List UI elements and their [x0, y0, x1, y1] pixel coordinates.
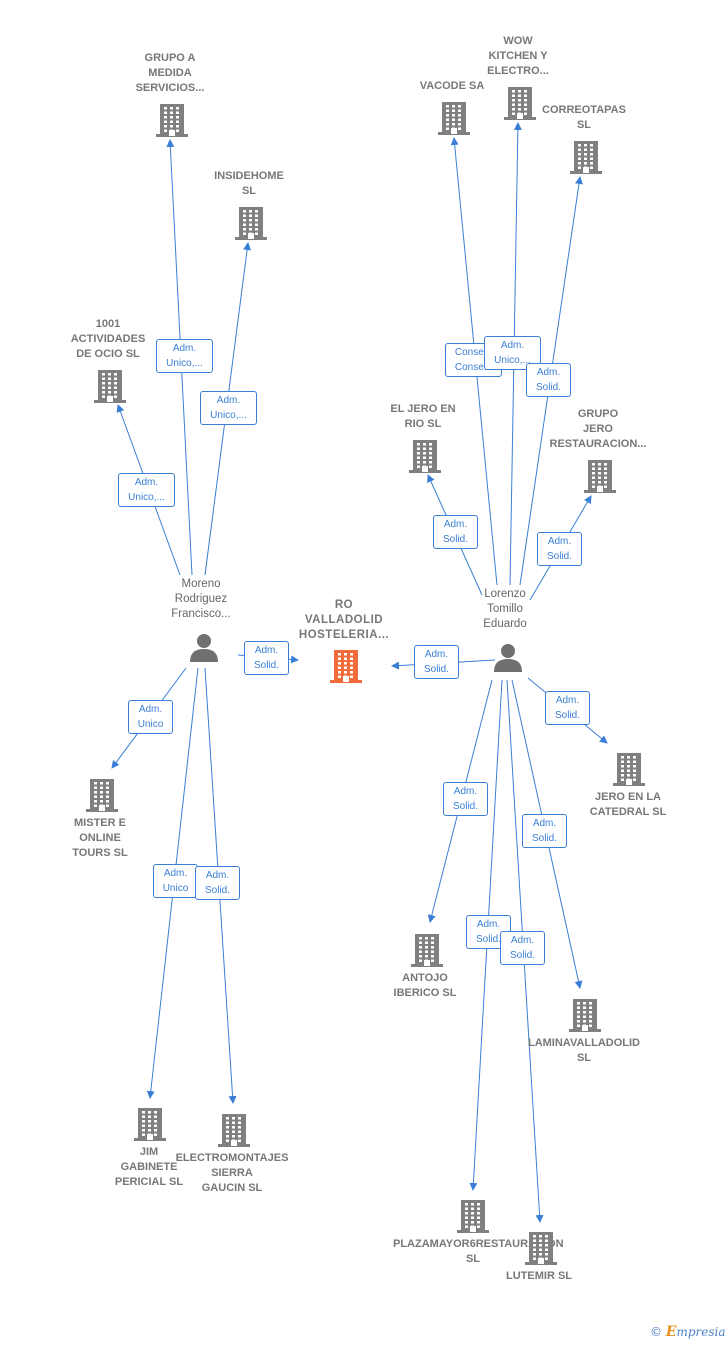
relation-badge[interactable]: Adm. Solid. — [522, 814, 567, 848]
relation-badge[interactable]: Adm. Unico,... — [200, 391, 257, 425]
relation-badge[interactable]: Adm. Solid. — [244, 641, 289, 675]
company-label-correo: CORREOTAPAS SL — [542, 104, 626, 131]
person-label-lorenzo: Lorenzo Tomillo Eduardo — [483, 588, 527, 630]
footer-brand: © Empresia — [650, 1324, 726, 1340]
person-icon-moreno[interactable] — [188, 632, 220, 669]
building-icon-antojo[interactable] — [411, 932, 443, 973]
building-icon-grupo-a[interactable] — [156, 102, 188, 143]
copyright-icon: © — [650, 1325, 662, 1339]
company-label-mister: MISTER E ONLINE TOURS SL — [72, 817, 128, 859]
company-label-antojo: ANTOJO IBERICO SL — [393, 972, 457, 999]
company-label-1001: 1001 ACTIVIDADES DE OCIO SL — [70, 318, 146, 360]
company-label-electro: ELECTROMONTAJES SIERRA GAUCIN SL — [175, 1152, 289, 1194]
building-icon-correo[interactable] — [570, 139, 602, 180]
company-label-grupo-a: GRUPO A MEDIDA SERVICIOS... — [135, 52, 205, 94]
person-label-moreno: Moreno Rodriguez Francisco... — [171, 578, 231, 620]
building-icon-insidehome[interactable] — [235, 205, 267, 246]
building-icon-grupo-jero[interactable] — [584, 458, 616, 499]
relation-badge[interactable]: Adm. Unico,... — [156, 339, 213, 373]
company-label-wow: WOW KITCHEN Y ELECTRO... — [487, 35, 549, 77]
relation-badge[interactable]: Adm. Solid. — [537, 532, 582, 566]
relation-badge[interactable]: Adm. Unico — [153, 864, 198, 898]
building-icon-vacode[interactable] — [438, 100, 470, 141]
company-label-lutemir: LUTEMIR SL — [506, 1270, 572, 1282]
company-label-insidehome: INSIDEHOME SL — [214, 170, 284, 197]
relation-badge[interactable]: Adm. Solid. — [526, 363, 571, 397]
building-icon-electro[interactable] — [218, 1112, 250, 1153]
relation-badge[interactable]: Adm. Unico,... — [118, 473, 175, 507]
building-icon-1001[interactable] — [94, 368, 126, 409]
building-icon-lamina[interactable] — [569, 997, 601, 1038]
company-label-plaza: PLAZAMAYOR6RESTAURACIÓN SL — [393, 1238, 564, 1265]
company-label-grupo-jero: GRUPO JERO RESTAURACION... — [549, 408, 647, 450]
company-label-jero-cat: JERO EN LA CATEDRAL SL — [589, 791, 667, 818]
main-company-label: RO VALLADOLID HOSTELERIA... — [298, 599, 390, 641]
brand-initial: E — [665, 1324, 677, 1340]
relation-badge[interactable]: Adm. Unico — [128, 700, 173, 734]
company-label-lamina: LAMINAVALLADOLID SL — [527, 1037, 641, 1064]
relation-badge[interactable]: Adm. Solid. — [433, 515, 478, 549]
building-icon-jero-rio[interactable] — [409, 438, 441, 479]
company-label-vacode: VACODE SA — [419, 80, 485, 92]
building-icon-plaza[interactable] — [457, 1198, 489, 1239]
company-label-jim: JIM GABINETE PERICIAL SL — [114, 1146, 184, 1188]
company-label-jero-rio: EL JERO EN RIO SL — [390, 403, 456, 430]
person-icon-lorenzo[interactable] — [492, 642, 524, 679]
relation-badge[interactable]: Adm. Solid. — [195, 866, 240, 900]
brand-name: mpresia — [676, 1325, 726, 1339]
relation-badge[interactable]: Adm. Solid. — [545, 691, 590, 725]
building-icon-jim[interactable] — [134, 1106, 166, 1147]
relation-badge[interactable]: Adm. Solid. — [500, 931, 545, 965]
building-icon-lutemir[interactable] — [525, 1230, 557, 1271]
relation-badge[interactable]: Adm. Solid. — [443, 782, 488, 816]
building-icon-mister[interactable] — [86, 777, 118, 818]
main-company-building-icon[interactable] — [330, 648, 362, 689]
building-icon-wow[interactable] — [504, 85, 536, 126]
building-icon-jero-cat[interactable] — [613, 751, 645, 792]
relation-badge[interactable]: Adm. Solid. — [414, 645, 459, 679]
